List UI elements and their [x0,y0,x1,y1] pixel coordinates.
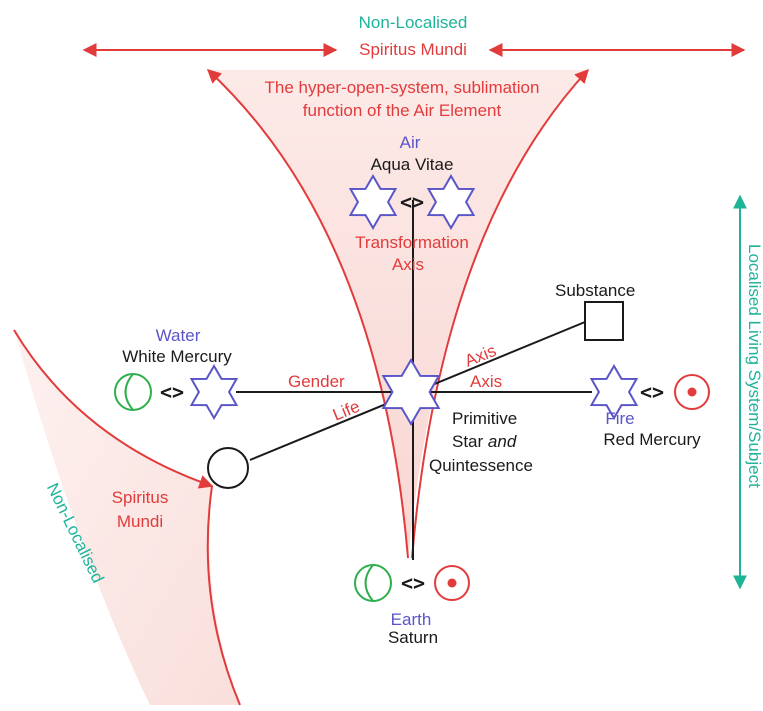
funnel-right-curve [411,68,589,559]
air-star-right-icon [426,174,476,230]
quintessence-label: Quintessence [429,456,533,475]
white-mercury-label: White Mercury [122,347,232,366]
void-circle [207,447,249,489]
star-word: Star [452,432,488,451]
fire-star-icon [589,364,639,420]
air-label: Air [399,133,421,152]
top-description-line1: The hyper-open-system, sublimation [264,78,540,97]
fire-sun-icon [674,374,710,410]
primitive-star-icon [381,358,441,426]
left-spiritus-shade [14,330,240,705]
funnel-left-curve [206,69,409,559]
and-word: and [487,432,517,451]
primitive-label: Primitive [452,409,518,428]
earth-sun-icon [434,565,470,601]
star-and-label: Star and [452,432,516,452]
top-spiritus-label: Spiritus Mundi [359,40,467,59]
earth-exchange-glyph: <> [400,571,426,595]
left-spiritus-lower-curve [206,485,241,706]
aqua-vitae-label: Aqua Vitae [370,155,454,174]
transformation-label: Transformation [355,233,469,252]
right-vertical-label: Localised Living System/Subject [745,244,763,488]
fire-label: Fire [605,409,635,428]
earth-label: Earth [390,610,432,629]
water-label: Water [155,326,201,345]
left-mundi-label: Mundi [116,512,164,531]
funnel-shade [208,70,588,560]
air-exchange-glyph: <> [399,190,425,214]
water-moon-icon [114,373,152,411]
red-mercury-label: Red Mercury [603,430,701,449]
left-spiritus-curve [13,329,214,489]
water-star-icon [189,364,239,420]
substance-square [584,301,624,341]
fire-exchange-glyph: <> [639,380,665,404]
air-star-left-icon [348,174,398,230]
water-exchange-glyph: <> [159,380,185,404]
substance-label: Substance [555,281,636,300]
gender-label: Gender [288,372,345,391]
left-spiritus-label: Spiritus [111,488,169,507]
top-nonlocalised-label: Non-Localised [358,13,468,32]
saturn-label: Saturn [387,628,439,647]
earth-moon-icon [354,564,392,602]
transformation-axis-label: Axis [391,255,425,274]
gender-axis-label: Axis [470,372,503,391]
top-description-line2: function of the Air Element [302,101,502,120]
